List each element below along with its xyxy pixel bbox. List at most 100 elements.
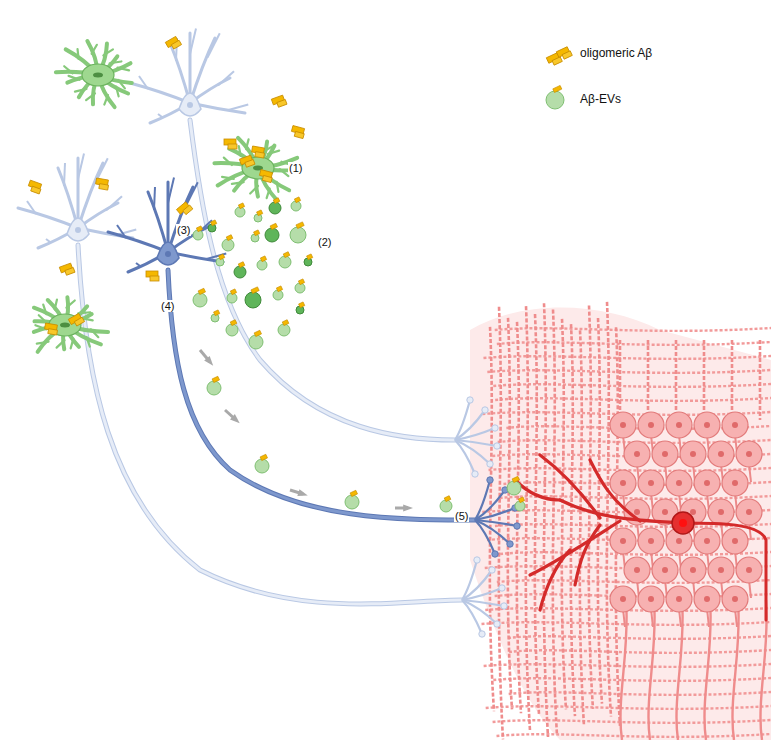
astrocyte-branch — [222, 177, 234, 179]
abeta-ev — [257, 256, 267, 270]
astrocyte-branch — [57, 340, 65, 347]
ev-cargo — [299, 302, 305, 308]
fiber — [732, 600, 738, 740]
ev-cargo — [444, 496, 451, 502]
abeta-block — [99, 184, 109, 190]
oligomeric-abeta — [27, 180, 43, 194]
neuron-nucleus — [679, 519, 687, 527]
ev-cargo — [238, 262, 245, 268]
granule-cell — [638, 470, 664, 496]
granule-cell — [652, 557, 678, 583]
abeta-ev — [234, 262, 246, 278]
abeta-ev — [265, 223, 279, 242]
oligomeric-abeta — [68, 313, 84, 328]
ev-vesicle — [249, 335, 263, 349]
astrocyte-branch — [37, 342, 49, 344]
astrocyte-branch — [43, 305, 46, 315]
dendrite-branch — [78, 154, 84, 180]
callout-number: (3) — [176, 224, 191, 236]
axon — [78, 245, 462, 604]
bouton — [474, 557, 480, 563]
ev-vesicle — [193, 293, 207, 307]
cell-nucleus — [648, 480, 654, 486]
abeta-ev — [273, 286, 283, 300]
abeta-ev — [207, 376, 221, 395]
cell-nucleus — [662, 567, 668, 573]
astrocyte-branch — [39, 315, 47, 323]
abeta-ev — [235, 203, 245, 217]
bouton — [494, 621, 500, 627]
cell-nucleus — [704, 422, 710, 428]
dendrite — [190, 38, 215, 103]
oligomeric-abeta — [176, 201, 192, 217]
axon-branch — [455, 400, 470, 440]
granule-cell — [638, 586, 664, 612]
cell-nucleus — [718, 451, 724, 457]
fiber — [580, 330, 584, 726]
cell-nucleus — [634, 451, 640, 457]
cell-nucleus — [620, 596, 626, 602]
granule-cell — [666, 586, 692, 612]
astrocyte-branch — [78, 49, 79, 59]
granule-cell — [694, 528, 720, 554]
fiber — [619, 340, 622, 420]
cell-nucleus — [732, 538, 738, 544]
ev-cargo — [296, 222, 304, 229]
astrocyte-branch — [103, 49, 113, 55]
granule-cell — [624, 557, 650, 583]
fiber — [487, 370, 771, 373]
astrocyte — [214, 138, 297, 201]
abeta-ev — [291, 197, 301, 211]
neuron — [130, 29, 500, 478]
dendrite — [515, 480, 560, 500]
fiber — [704, 600, 710, 740]
granule-cell — [694, 412, 720, 438]
abeta-block — [262, 175, 272, 182]
fiber — [703, 340, 706, 420]
dendrite-branch — [64, 163, 65, 186]
fiber — [607, 302, 611, 717]
granule-cell — [708, 441, 734, 467]
dendrite-branch — [139, 76, 148, 89]
abeta-ev — [222, 235, 234, 251]
callout-number: (1) — [288, 162, 303, 174]
abeta-ev — [254, 210, 263, 222]
dendrite — [168, 187, 193, 252]
fiber — [509, 650, 771, 653]
axon-branch — [462, 600, 482, 634]
neuron-soma — [67, 218, 89, 241]
ev-vesicle — [345, 495, 359, 509]
abeta-ev — [227, 289, 237, 303]
astrocyte-branch — [118, 68, 130, 71]
ev-cargo — [553, 85, 562, 92]
astrocyte-branch — [224, 158, 232, 165]
abeta-ev — [226, 320, 238, 336]
abeta-ev — [546, 85, 564, 109]
axon-core — [190, 120, 455, 440]
fiber — [759, 340, 762, 420]
cell-nucleus — [620, 480, 626, 486]
cell-nucleus — [676, 596, 682, 602]
astrocyte-branch — [87, 337, 90, 347]
fiber — [620, 600, 626, 740]
granule-cell — [666, 470, 692, 496]
ev-vesicle — [507, 481, 521, 495]
ev-cargo — [254, 230, 260, 236]
abeta-ev — [255, 454, 269, 473]
ev-cargo — [260, 454, 267, 460]
cell-nucleus — [704, 538, 710, 544]
cell-nucleus — [732, 596, 738, 602]
oligomeric-abeta — [271, 95, 287, 109]
neuron-soma — [672, 512, 694, 534]
ev-cargo — [254, 330, 261, 336]
abeta-block — [48, 329, 58, 335]
ev-vesicle — [265, 228, 279, 242]
fiber — [497, 342, 771, 345]
axon-branch — [462, 560, 477, 600]
axon-branch — [462, 600, 497, 624]
astrocyte-branch — [246, 139, 249, 149]
astrocyte-branch — [250, 186, 258, 194]
astrocyte-body — [82, 64, 114, 86]
cell-nucleus — [718, 567, 724, 573]
abeta-ev — [278, 320, 290, 336]
